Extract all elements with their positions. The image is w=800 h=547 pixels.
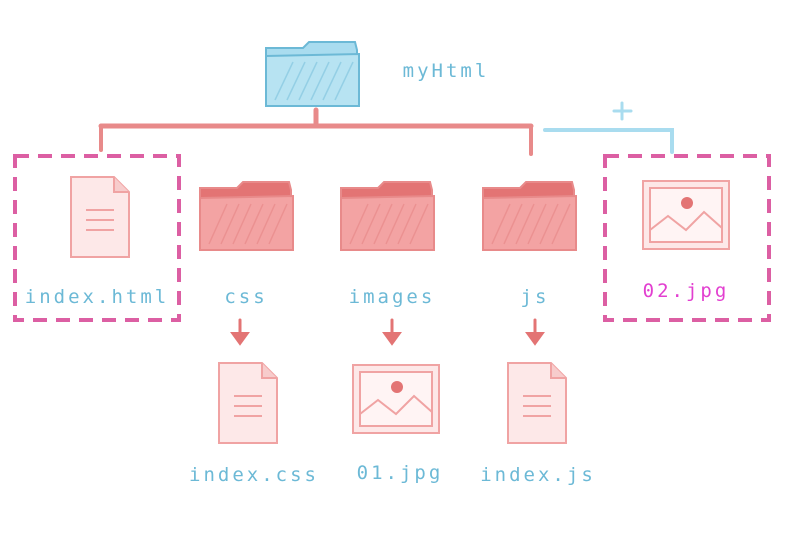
- grandchild-label-index-css: index.css: [189, 464, 319, 486]
- folder-icon[interactable]: [263, 40, 363, 110]
- grandchild-label-01-jpg: 01.jpg: [356, 462, 444, 484]
- added-file-label: 02.jpg: [642, 280, 730, 302]
- document-icon[interactable]: [68, 174, 132, 260]
- folder-icon[interactable]: [480, 180, 580, 252]
- arrow-down-icon: [525, 318, 545, 346]
- image-icon[interactable]: [350, 362, 442, 436]
- child-label-images: images: [348, 286, 436, 308]
- image-icon[interactable]: [640, 178, 732, 252]
- grandchild-label-index-js: index.js: [480, 464, 596, 486]
- root-folder-label: myHtml: [402, 60, 490, 82]
- arrow-down-icon: [230, 318, 250, 346]
- folder-icon[interactable]: [197, 180, 297, 252]
- folder-icon[interactable]: [338, 180, 438, 252]
- document-icon[interactable]: [505, 360, 569, 446]
- child-label-js: js: [520, 286, 550, 308]
- highlight-box-02-jpg: [603, 154, 771, 322]
- plus-icon: [612, 101, 633, 121]
- new-branch-line: [543, 128, 674, 154]
- child-label-css: css: [224, 286, 268, 308]
- document-icon[interactable]: [216, 360, 280, 446]
- child-label-index-html: index.html: [24, 286, 170, 308]
- arrow-down-icon: [382, 318, 402, 346]
- highlight-box-index-html: [13, 154, 181, 322]
